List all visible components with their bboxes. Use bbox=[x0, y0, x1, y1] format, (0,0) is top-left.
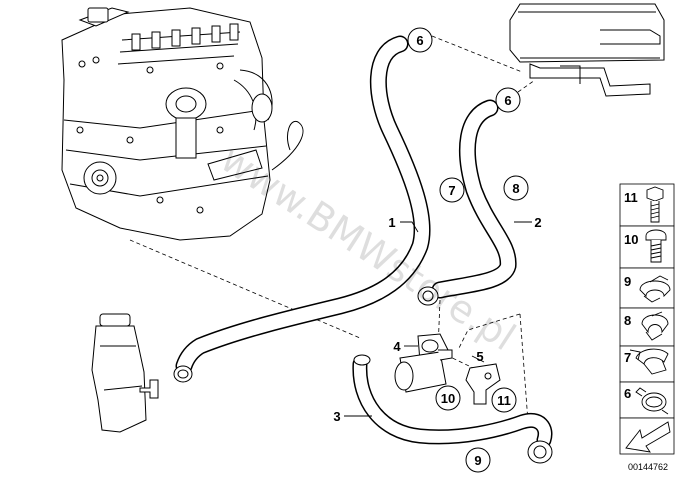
hose-clamp-icon bbox=[641, 311, 669, 341]
legend-arrow-cell bbox=[619, 417, 675, 455]
round-head-bolt-icon bbox=[645, 229, 667, 263]
legend-item-6: 6 bbox=[619, 381, 675, 419]
hose-2 bbox=[417, 99, 517, 306]
legend-item-9: 9 bbox=[619, 267, 675, 309]
legend-item-10: 10 bbox=[619, 225, 675, 269]
water-pump bbox=[394, 333, 501, 405]
part-leaders bbox=[344, 221, 532, 417]
legend-item-11: 11 bbox=[619, 183, 675, 227]
callout-9-label: 9 bbox=[474, 453, 481, 468]
heater-core bbox=[509, 3, 665, 97]
callout-8: 8 bbox=[503, 175, 529, 201]
part-label-2: 2 bbox=[534, 215, 541, 230]
hose-1 bbox=[173, 35, 431, 383]
callout-7: 7 bbox=[439, 177, 465, 203]
legend-item-7-label: 7 bbox=[624, 350, 631, 365]
callout-10: 10 bbox=[435, 385, 461, 411]
legend-item-10-label: 10 bbox=[624, 232, 638, 247]
callout-6-top: 6 bbox=[407, 27, 433, 53]
legend-item-9-label: 9 bbox=[624, 274, 631, 289]
callout-10-label: 10 bbox=[441, 391, 455, 406]
callout-6-right: 6 bbox=[495, 87, 521, 113]
callout-6-right-label: 6 bbox=[504, 93, 511, 108]
legend-item-6-label: 6 bbox=[624, 386, 631, 401]
spring-band-clamp-icon bbox=[635, 387, 669, 415]
part-number-labels: 1 2 3 4 5 bbox=[333, 215, 541, 424]
legend-item-11-label: 11 bbox=[624, 190, 638, 205]
callout-6-top-label: 6 bbox=[416, 33, 423, 48]
diagram-id: 00144762 bbox=[628, 462, 668, 472]
legend-item-8: 8 bbox=[619, 307, 675, 347]
part-label-4: 4 bbox=[393, 339, 401, 354]
hex-bolt-icon bbox=[646, 186, 664, 223]
callout-8-label: 8 bbox=[512, 181, 519, 196]
hose-clamp-icon bbox=[639, 275, 671, 303]
hose-3 bbox=[352, 354, 553, 464]
part-label-5: 5 bbox=[476, 349, 483, 364]
legend-item-7: 7 bbox=[619, 345, 675, 383]
callout-11: 11 bbox=[491, 387, 517, 413]
callout-7-label: 7 bbox=[448, 183, 455, 198]
callout-9: 9 bbox=[465, 447, 491, 473]
legend-panel: 11 10 9 bbox=[619, 183, 675, 455]
part-label-1: 1 bbox=[388, 215, 395, 230]
hose-clamp-icon bbox=[629, 348, 669, 375]
part-label-3: 3 bbox=[333, 409, 340, 424]
callout-11-label: 11 bbox=[497, 393, 511, 408]
legend-item-8-label: 8 bbox=[624, 313, 631, 328]
arrow-icon bbox=[625, 421, 671, 453]
expansion-tank bbox=[91, 313, 159, 433]
engine-block bbox=[61, 7, 304, 241]
